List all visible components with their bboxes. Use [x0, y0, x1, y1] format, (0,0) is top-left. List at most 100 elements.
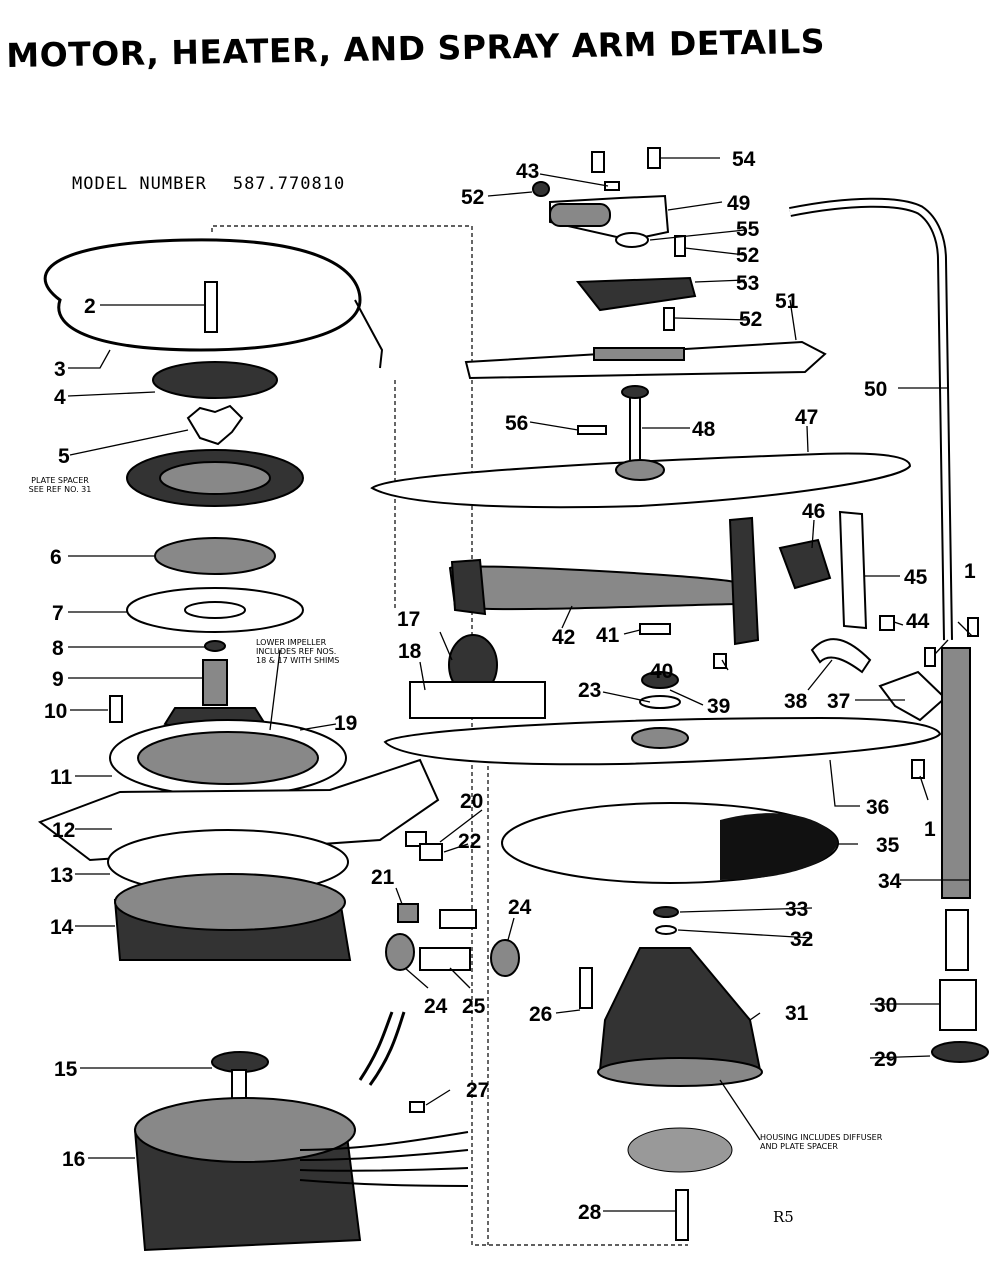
screw-52a — [532, 181, 550, 197]
screw-26 — [579, 967, 593, 1009]
leader-lines — [67, 157, 973, 1212]
callout-52b: 52 — [736, 244, 759, 267]
callout-38: 38 — [784, 690, 808, 713]
callout-3: 3 — [54, 358, 66, 381]
coupling-30 — [939, 979, 977, 1031]
callout-1b: 1 — [924, 818, 936, 841]
screw-54a — [591, 151, 605, 173]
housing-31 — [598, 947, 762, 1071]
part-46 — [778, 538, 832, 590]
upper-spray-mount — [464, 147, 827, 380]
callout-18: 18 — [398, 640, 422, 663]
clamp-24a — [385, 933, 415, 971]
callout-20: 20 — [460, 790, 483, 813]
callout-30: 30 — [874, 994, 897, 1017]
callout-45: 45 — [904, 566, 928, 589]
screw-27 — [409, 1101, 425, 1113]
plate-53 — [575, 276, 697, 312]
clip-22 — [419, 843, 443, 861]
hose-38 — [810, 638, 872, 674]
callout-51: 51 — [775, 290, 799, 313]
part-18 — [409, 681, 546, 719]
callout-42: 42 — [552, 626, 575, 649]
page-reference: R5 — [773, 1208, 794, 1226]
screw-2 — [204, 281, 218, 333]
callout-15: 15 — [54, 1058, 78, 1081]
callout-21: 21 — [371, 866, 395, 889]
clamp-1c — [911, 759, 925, 779]
connector-37 — [878, 670, 947, 722]
feed-tube-assembly — [448, 510, 947, 722]
screw-10 — [109, 695, 123, 723]
hose-25 — [419, 947, 471, 971]
plate-spacer-note: PLATE SPACER SEE REF NO. 31 — [28, 476, 92, 494]
callout-33: 33 — [785, 898, 808, 921]
lower-impeller-9 — [202, 659, 228, 706]
screw-52b — [674, 235, 686, 257]
callout-40: 40 — [650, 660, 673, 683]
callout-56: 56 — [505, 412, 528, 435]
screw-54b — [647, 147, 661, 169]
callout-2: 2 — [84, 295, 96, 318]
model-label: MODEL NUMBER — [72, 174, 207, 194]
callout-52c: 52 — [739, 308, 762, 331]
gear-5 — [186, 404, 244, 446]
callout-29: 29 — [874, 1048, 897, 1071]
lower-spray-assembly — [383, 671, 942, 1241]
callout-16: 16 — [62, 1148, 85, 1171]
callout-43: 43 — [516, 160, 539, 183]
callout-8: 8 — [52, 637, 64, 660]
callout-10: 10 — [44, 700, 67, 723]
callout-22: 22 — [458, 830, 481, 853]
callout-6: 6 — [50, 546, 62, 569]
part-4 — [152, 361, 278, 399]
callout-41: 41 — [596, 624, 620, 647]
callout-24a: 24 — [424, 995, 448, 1018]
callout-7: 7 — [52, 602, 64, 625]
callout-44: 44 — [906, 610, 930, 633]
tube-34 — [941, 647, 971, 899]
washer-33 — [653, 906, 679, 918]
callout-numbers: 2 3 4 5 6 7 8 9 10 11 12 13 14 15 16 17 … — [44, 148, 976, 1224]
callout-5: 5 — [58, 445, 70, 468]
washer-32 — [655, 925, 677, 935]
ring-29 — [931, 1041, 989, 1063]
screw-40 — [713, 653, 727, 669]
callout-36: 36 — [866, 796, 889, 819]
washer-23 — [639, 695, 681, 709]
part-6 — [154, 537, 276, 575]
post-48 — [629, 391, 641, 463]
callout-23: 23 — [578, 679, 601, 702]
callout-31: 31 — [785, 1002, 809, 1025]
washer-55 — [615, 232, 649, 248]
callout-35: 35 — [876, 834, 900, 857]
callout-32: 32 — [790, 928, 813, 951]
lower-impeller-note: LOWER IMPELLER INCLUDES REF NOS. 18 & 17… — [256, 638, 340, 665]
callout-24b: 24 — [508, 896, 532, 919]
callout-39: 39 — [707, 695, 730, 718]
clamp-1a — [967, 617, 979, 637]
callout-37: 37 — [827, 690, 850, 713]
plate-45 — [838, 510, 868, 630]
assembly-dashed-line — [211, 225, 688, 1246]
callout-52a: 52 — [461, 186, 484, 209]
motor-assembly — [133, 1011, 469, 1252]
screw-44 — [879, 615, 895, 631]
part-21 — [397, 903, 419, 923]
shim-8 — [204, 640, 226, 652]
callout-26: 26 — [529, 1003, 552, 1026]
screw-52c — [663, 307, 675, 331]
screw-41 — [639, 623, 671, 635]
callout-47: 47 — [795, 406, 818, 429]
callout-49: 49 — [727, 192, 750, 215]
screw-56 — [577, 425, 607, 435]
housing-note: HOUSING INCLUDES DIFFUSER AND PLATE SPAC… — [760, 1133, 883, 1151]
callout-46: 46 — [802, 500, 825, 523]
callout-13: 13 — [50, 864, 73, 887]
callout-17: 17 — [397, 608, 420, 631]
small-parts — [385, 634, 546, 977]
callout-11: 11 — [50, 766, 73, 789]
callout-54: 54 — [732, 148, 756, 171]
